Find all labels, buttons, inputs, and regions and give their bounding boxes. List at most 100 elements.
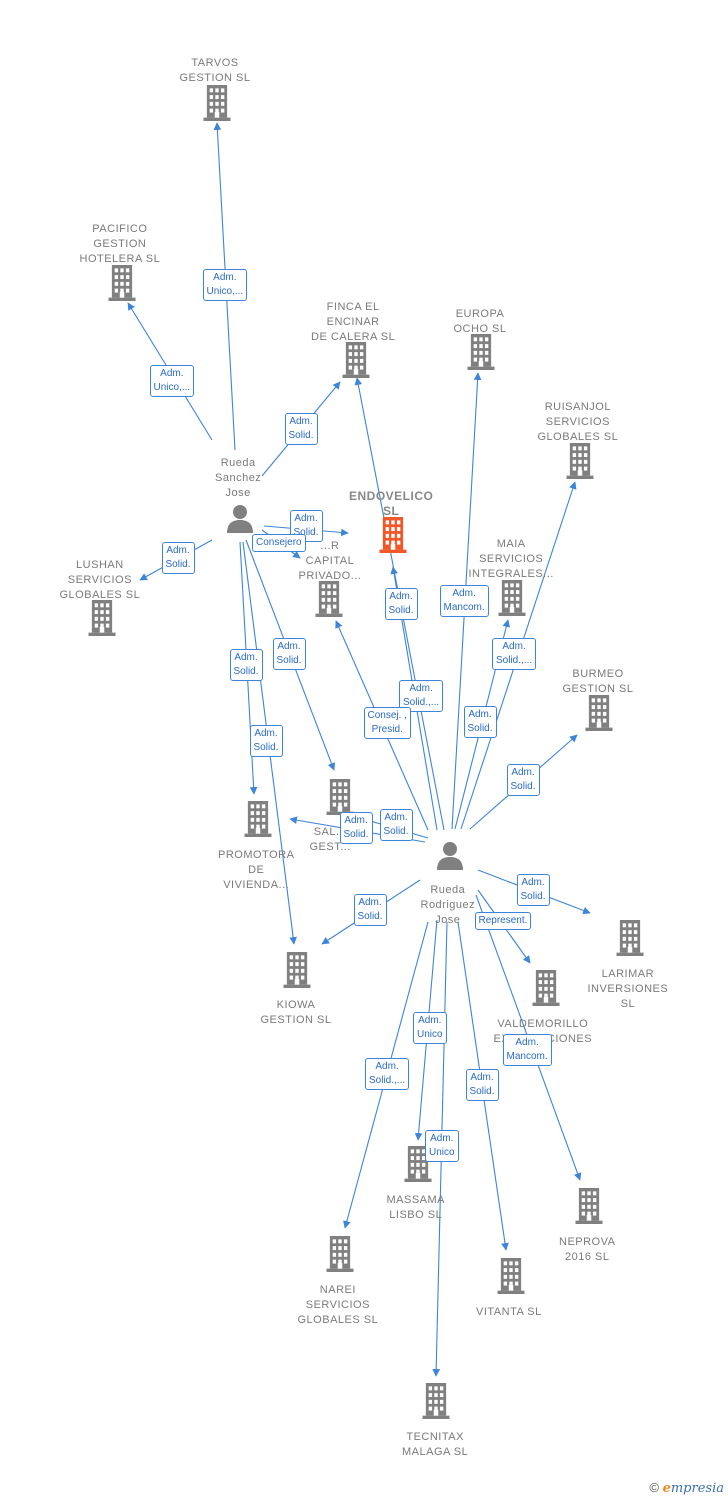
edge-label-p2-vitanta[interactable]: Adm.Solid. — [465, 1069, 499, 1101]
person-p1-label-line: Rueda — [220, 457, 256, 469]
company-lushan-label-line: LUSHAN — [76, 559, 124, 571]
edge-label-line: Adm. — [375, 1061, 399, 1072]
edge-label-line: Solid. — [293, 527, 319, 538]
company-ruisanjol-label-line: SERVICIOS — [545, 416, 610, 428]
company-narei-label-line: GLOBALES SL — [297, 1314, 379, 1326]
edge-label-line: Solid.,... — [403, 697, 440, 708]
company-ruisanjol-label-line: GLOBALES SL — [537, 431, 619, 443]
company-larimar-label-line: SL — [620, 998, 636, 1010]
company-endovelico-label-line: ENDOVELICO — [349, 489, 434, 503]
company-capital-label-line: CAPITAL — [305, 555, 355, 567]
building-icon[interactable] — [379, 517, 407, 558]
edge-label-p2-europa[interactable]: Adm.Solid. — [463, 706, 497, 738]
edge-label-p2-neprova[interactable]: Adm.Mancom. — [502, 1034, 552, 1066]
footer-brand[interactable]: © empresia — [649, 1480, 724, 1496]
building-icon[interactable] — [422, 1383, 450, 1424]
edge-label-p2-ruisanjol[interactable]: Adm.Solid.,... — [492, 638, 537, 670]
building-icon[interactable] — [585, 695, 613, 736]
company-valdemorillo-label-line: VALDEMORILLO — [497, 1018, 589, 1030]
company-pacifico-label-line: GESTION — [93, 238, 147, 250]
edge-label-line: Unico,... — [206, 286, 244, 297]
company-endovelico-label-line: SL — [383, 504, 400, 518]
edge-label-p2-narei[interactable]: Adm.Solid.,... — [365, 1058, 410, 1090]
person-p1-label-line: Jose — [225, 487, 251, 499]
building-icon[interactable] — [108, 265, 136, 306]
building-icon[interactable] — [532, 970, 560, 1011]
company-capital-label-line: ...R — [320, 540, 340, 552]
edge-label-line: Solid. — [357, 911, 383, 922]
edge-label-line: Solid. — [288, 430, 314, 441]
edge-label-p2-finca[interactable]: Adm.Solid.,... — [399, 680, 444, 712]
edge-label-p1-capital[interactable]: Consejero — [252, 534, 306, 552]
edge-label-p2-maia[interactable]: Adm.Mancom. — [439, 585, 489, 617]
edge-label-p2-larimar[interactable]: Adm.Solid. — [516, 874, 550, 906]
edge-label-p1-kiowa[interactable]: Adm.Solid. — [249, 725, 283, 757]
edge-label-p1-sal[interactable]: Adm.Solid. — [272, 638, 306, 670]
company-vitanta-label[interactable]: VITANTA SL — [476, 1305, 542, 1320]
edge-label-p1-pacifico[interactable]: Adm.Unico,... — [149, 365, 195, 397]
building-icon[interactable] — [404, 1146, 432, 1187]
edge-label-p2-valdemorillo[interactable]: Represent. — [474, 912, 532, 930]
company-narei-label-line: NAREI — [319, 1284, 356, 1296]
edge-label-line: Mancom. — [506, 1051, 548, 1062]
person-p2-label-line: Jose — [435, 914, 461, 926]
company-promotora-label-line: DE — [248, 864, 265, 876]
building-icon[interactable] — [616, 920, 644, 961]
company-kiowa-label-line: GESTION SL — [260, 1014, 332, 1026]
edge-label-p2-massama[interactable]: Adm.Unico — [413, 1012, 447, 1044]
edge-label-p2-promotora[interactable]: Adm.Solid. — [339, 812, 373, 844]
building-icon[interactable] — [498, 580, 526, 621]
building-icon[interactable] — [88, 600, 116, 641]
edge-label-p2-tecnitax[interactable]: Adm.Unico — [425, 1130, 459, 1162]
edge-label-p1-promotora[interactable]: Adm.Solid. — [229, 649, 263, 681]
building-icon[interactable] — [342, 342, 370, 383]
building-icon[interactable] — [575, 1188, 603, 1229]
edge-label-line: Adm. — [358, 897, 382, 908]
company-finca-label-line: DE CALERA SL — [311, 331, 396, 343]
edge-label-line: Solid. — [383, 826, 409, 837]
edge-label-p2-endovelico[interactable]: Adm.Solid. — [384, 588, 418, 620]
company-finca-label-line: FINCA EL — [326, 301, 380, 313]
building-icon[interactable] — [203, 85, 231, 126]
person-icon[interactable] — [435, 840, 465, 875]
building-icon[interactable] — [566, 443, 594, 484]
edge-label-p1-tarvos[interactable]: Adm.Unico,... — [202, 269, 248, 301]
building-icon[interactable] — [326, 1236, 354, 1277]
building-icon[interactable] — [244, 801, 272, 842]
company-sal-label[interactable]: SAL...GEST... — [310, 825, 351, 855]
edge-label-p2-kiowa[interactable]: Adm. Solid. — [353, 894, 387, 926]
edge-label-p2-capital[interactable]: Consej. ,Presid. — [363, 707, 411, 739]
company-tarvos-label-line: GESTION SL — [179, 72, 251, 84]
person-icon[interactable] — [225, 503, 255, 538]
company-larimar-label-line: LARIMAR — [601, 968, 655, 980]
edge-label-p1-lushan[interactable]: Adm.Solid. — [161, 542, 195, 574]
edge-label-p2-burmeo[interactable]: Adm.Solid. — [506, 764, 540, 796]
building-icon[interactable] — [497, 1258, 525, 1299]
building-icon[interactable] — [467, 334, 495, 375]
edge-label-p2-sal[interactable]: Adm.Solid. — [379, 809, 413, 841]
edge-label-p1-finca[interactable]: Adm.Solid. — [284, 413, 318, 445]
building-icon[interactable] — [315, 581, 343, 622]
edge-label-line: Presid. — [371, 724, 403, 735]
edge-label-line: Solid. — [165, 559, 191, 570]
building-icon[interactable] — [283, 952, 311, 993]
